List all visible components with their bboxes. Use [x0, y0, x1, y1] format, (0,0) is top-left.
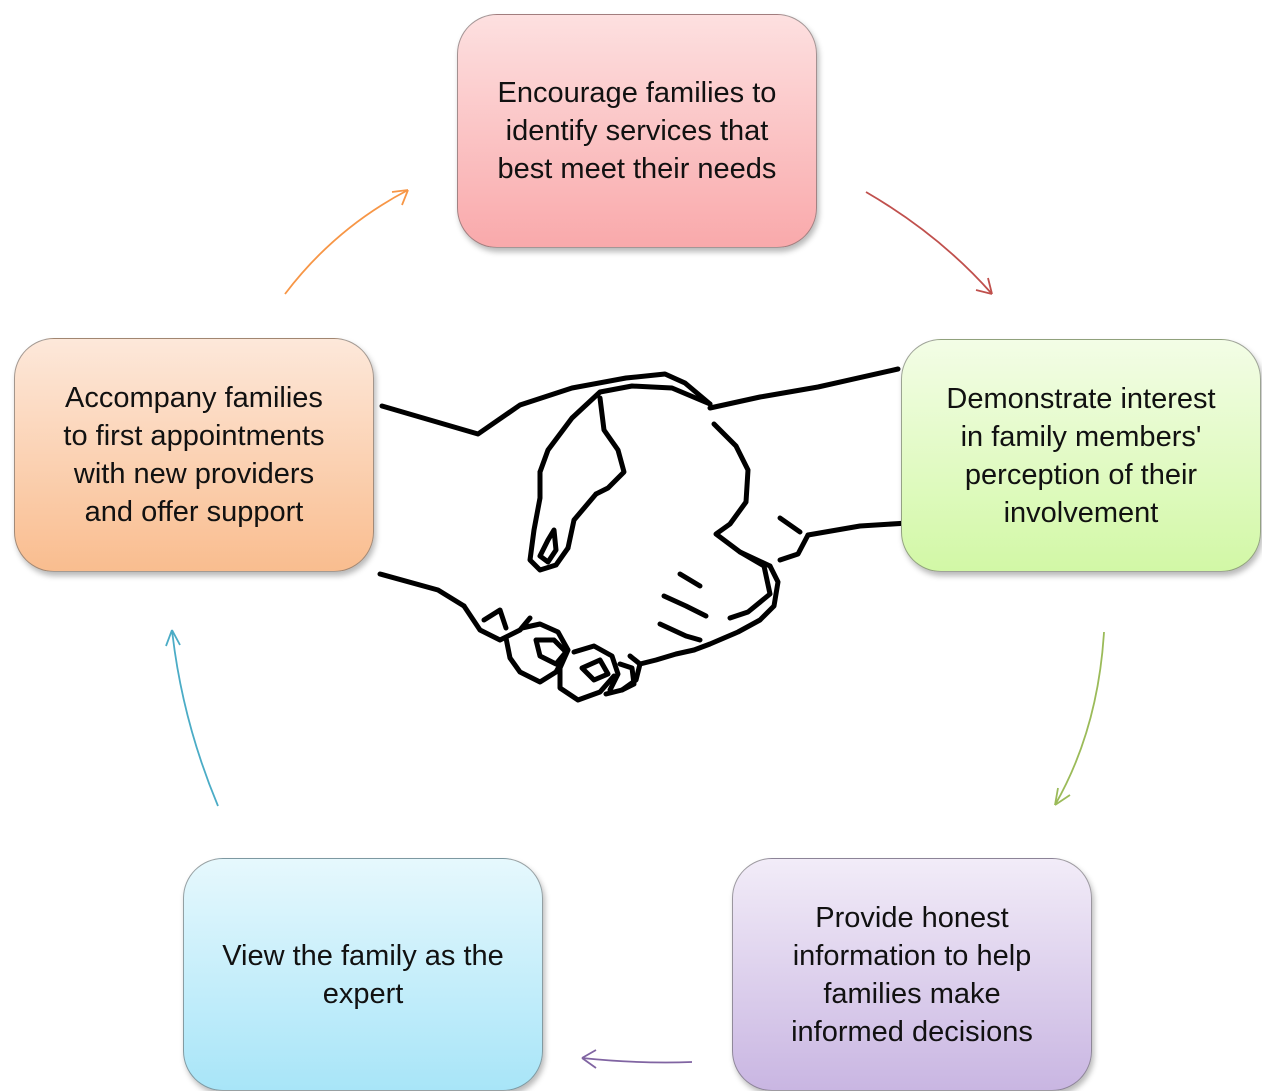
- arrow-bottom-left-to-left: [165, 629, 219, 807]
- node-top: Encourage families to identify services …: [457, 14, 817, 248]
- arrow-right-to-bottom-right: [1054, 631, 1105, 806]
- node-bottom-left: View the family as the expert: [183, 858, 543, 1091]
- node-left-text: Accompany families to first appointments…: [63, 382, 325, 528]
- node-bottom-left-text: View the family as the expert: [222, 939, 504, 1010]
- node-top-text: Encourage families to identify services …: [497, 77, 777, 185]
- arrow-bottom-right-to-bottom-left: [581, 1049, 693, 1069]
- node-left: Accompany families to first appointments…: [14, 338, 374, 572]
- node-right: Demonstrate interest in family members' …: [901, 339, 1261, 572]
- node-bottom-right-text: Provide honest information to help famil…: [791, 901, 1033, 1048]
- arrow-left-to-top: [284, 189, 409, 295]
- node-right-text: Demonstrate interest in family members' …: [946, 382, 1216, 529]
- arrow-top-to-right: [865, 191, 993, 295]
- node-bottom-right: Provide honest information to help famil…: [732, 858, 1092, 1091]
